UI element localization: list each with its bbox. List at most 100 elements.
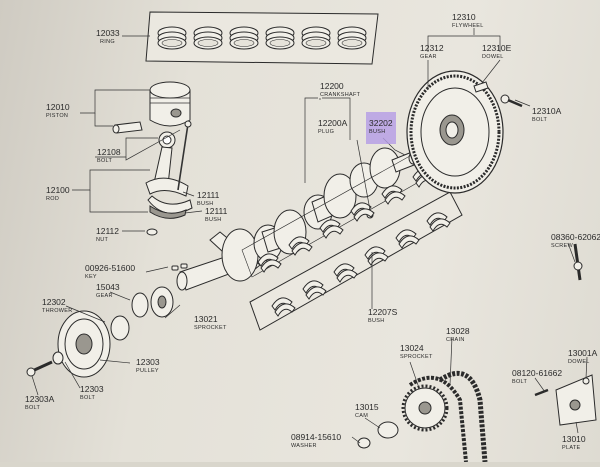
svg-text:PULLEY: PULLEY — [136, 368, 159, 374]
bearing-shell — [364, 246, 389, 266]
svg-text:12200: 12200 — [320, 81, 344, 91]
svg-text:DOWEL: DOWEL — [568, 359, 590, 365]
bearing-shell — [333, 263, 358, 283]
svg-text:DOWEL: DOWEL — [482, 54, 504, 60]
svg-text:PISTON: PISTON — [46, 113, 68, 119]
svg-text:BOLT: BOLT — [97, 158, 112, 164]
piston-illustration — [112, 81, 191, 134]
svg-text:12033: 12033 — [96, 28, 120, 38]
svg-text:THROWER: THROWER — [42, 308, 73, 314]
svg-text:08914-15610: 08914-15610 — [291, 432, 341, 442]
svg-text:SPROCKET: SPROCKET — [400, 354, 433, 360]
svg-text:13001A: 13001A — [568, 348, 598, 358]
svg-text:WASHER: WASHER — [291, 443, 317, 449]
bearing-shell — [395, 229, 420, 249]
svg-text:CHAIN: CHAIN — [446, 337, 465, 343]
leader-lines — [31, 28, 588, 444]
svg-text:12207S: 12207S — [368, 307, 398, 317]
svg-text:PLATE: PLATE — [562, 445, 581, 451]
svg-text:12112: 12112 — [96, 226, 119, 236]
svg-text:12302: 12302 — [42, 297, 66, 307]
svg-text:12310E: 12310E — [482, 43, 512, 53]
bearing-shell — [426, 212, 451, 232]
front-end-parts — [26, 263, 188, 378]
svg-text:CAM: CAM — [355, 413, 368, 419]
timing-chain-parts — [357, 243, 597, 463]
piston-ring — [229, 26, 259, 50]
svg-text:12303: 12303 — [80, 384, 104, 394]
svg-text:GEAR: GEAR — [420, 54, 437, 60]
svg-text:12108: 12108 — [97, 147, 121, 157]
bearing-shell — [319, 219, 344, 239]
svg-text:13021: 13021 — [194, 314, 218, 324]
svg-text:15043: 15043 — [96, 282, 120, 292]
svg-text:BOLT: BOLT — [532, 117, 547, 123]
piston-ring — [157, 26, 187, 50]
svg-text:12100: 12100 — [46, 185, 70, 195]
svg-text:CRANKSHAFT: CRANKSHAFT — [320, 92, 361, 98]
flywheel-illustration — [406, 70, 523, 194]
svg-text:FLYWHEEL: FLYWHEEL — [452, 23, 484, 29]
ring-set-illustration — [145, 11, 379, 65]
svg-text:12111: 12111 — [205, 206, 228, 216]
svg-text:BOLT: BOLT — [512, 379, 527, 385]
svg-text:32202: 32202 — [369, 118, 393, 128]
connecting-rod-illustration — [145, 120, 193, 236]
svg-text:RING: RING — [100, 39, 115, 45]
highlight-marker — [366, 112, 396, 144]
piston-ring — [337, 26, 367, 50]
woodruff-keys — [171, 263, 188, 271]
crankshaft-illustration — [176, 147, 418, 291]
svg-text:12303: 12303 — [136, 357, 160, 367]
svg-text:12010: 12010 — [46, 102, 70, 112]
svg-text:GEAR: GEAR — [96, 293, 113, 299]
main-bearing-shells — [241, 137, 463, 331]
svg-text:BUSH: BUSH — [197, 201, 213, 207]
svg-text:SCREW: SCREW — [551, 243, 573, 249]
svg-text:13024: 13024 — [400, 343, 424, 353]
svg-text:BOLT: BOLT — [25, 405, 40, 411]
piston-ring — [265, 26, 295, 50]
svg-text:NUT: NUT — [96, 237, 109, 243]
bearing-shell — [271, 297, 296, 317]
bearing-shell — [381, 185, 406, 205]
bearing-shell — [288, 236, 313, 256]
svg-text:SPROCKET: SPROCKET — [194, 325, 227, 331]
svg-text:12310: 12310 — [452, 12, 476, 22]
svg-text:12303A: 12303A — [25, 394, 55, 404]
svg-text:12200A: 12200A — [318, 118, 348, 128]
svg-text:12312: 12312 — [420, 43, 444, 53]
bearing-shell — [257, 253, 282, 273]
piston-ring — [193, 26, 223, 50]
svg-text:PLUG: PLUG — [318, 129, 334, 135]
piston-ring — [301, 26, 331, 50]
svg-text:08360-62062: 08360-62062 — [551, 232, 600, 242]
svg-text:12310A: 12310A — [532, 106, 562, 116]
